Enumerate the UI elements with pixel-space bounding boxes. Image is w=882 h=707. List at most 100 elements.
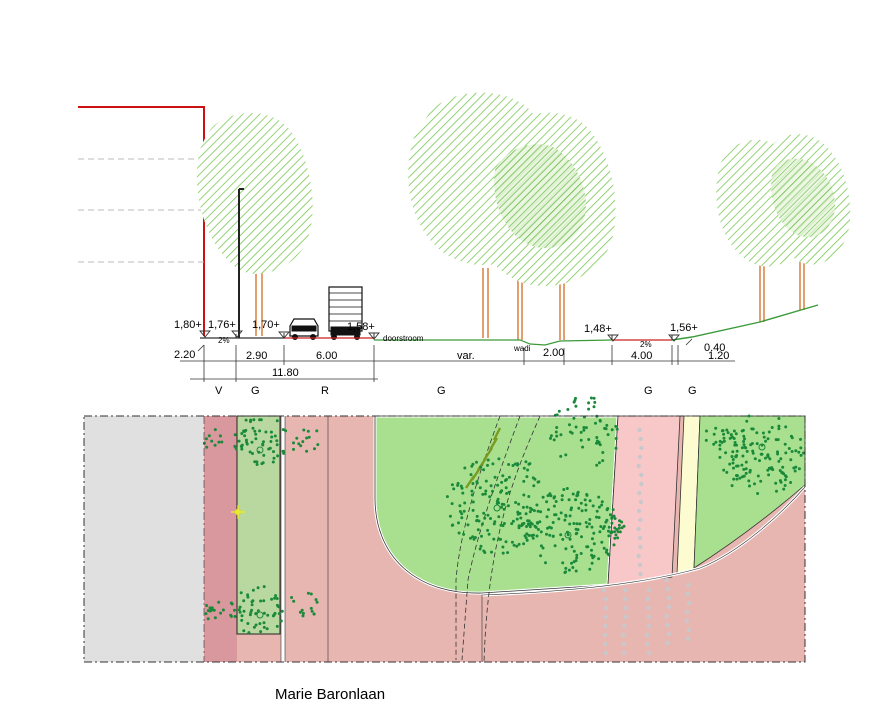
shrub-dot	[506, 551, 510, 555]
shrub-dot	[240, 432, 244, 435]
shrub-dot	[276, 454, 280, 458]
shrub-dot	[480, 534, 483, 538]
shrub-dot	[487, 532, 491, 536]
shrub-dot	[799, 453, 803, 457]
shrub-dot	[262, 625, 266, 629]
shrub-dot	[525, 538, 529, 542]
shrub-dot	[777, 424, 781, 428]
shrub-dot	[275, 597, 279, 600]
shrub-dot	[229, 613, 233, 617]
shrub-dot	[545, 515, 549, 519]
shrub-dot	[476, 528, 480, 532]
shrub-dot	[758, 459, 761, 463]
tree-right	[716, 134, 851, 322]
shrub-dot	[489, 484, 493, 488]
shrub-dot	[279, 619, 283, 623]
shrub-dot	[518, 512, 522, 515]
paving-stone	[602, 632, 608, 638]
dimension-labels: 2.20 2.90 6.00 var. 2.00 4.00 0.40 1.20 …	[174, 342, 729, 379]
shrub-dot	[721, 429, 725, 433]
shrub-dot	[572, 522, 576, 525]
shrub-dot	[745, 419, 749, 423]
shrub-dot	[568, 514, 572, 518]
shrub-dot	[595, 509, 599, 513]
paving-stones	[601, 427, 692, 656]
shrub-dot	[306, 591, 310, 595]
shrub-dot	[496, 497, 500, 501]
level-label: 1,80+	[174, 319, 202, 331]
shrub-dot	[525, 475, 529, 479]
shrub-dot	[581, 445, 585, 449]
shrub-dot	[247, 631, 251, 635]
paving-stone	[686, 582, 691, 588]
shrub-dot	[738, 476, 742, 480]
shrub-dot	[273, 434, 277, 438]
shrub-dot	[567, 498, 571, 502]
paving-stone	[623, 587, 628, 593]
shrub-dot	[789, 434, 793, 438]
shrub-dot	[749, 443, 753, 447]
truck	[328, 286, 363, 340]
shrub-dot	[250, 440, 254, 444]
shrub-dot	[551, 534, 555, 538]
shrub-dot	[777, 459, 781, 463]
shrub-dot	[614, 437, 618, 440]
shrub-dot	[272, 456, 276, 460]
shrub-dot	[756, 492, 760, 495]
shrub-dot	[751, 449, 755, 453]
shrub-dot	[607, 534, 611, 538]
shrub-dot	[471, 482, 475, 485]
shrub-dot	[784, 451, 788, 455]
shrub-dot	[613, 517, 617, 520]
shrub-dot	[718, 439, 722, 443]
shrub-dot	[553, 495, 557, 499]
shrub-dot	[271, 460, 275, 464]
shrub-dot	[242, 609, 246, 613]
paving-stone	[636, 508, 642, 514]
shrub-dot	[531, 476, 535, 480]
shrub-dot	[275, 624, 279, 628]
shrub-dot	[744, 446, 748, 450]
shrub-dot	[705, 429, 708, 433]
shrub-dot	[274, 594, 278, 598]
shrub-dot	[589, 396, 593, 400]
shrub-dot	[595, 463, 599, 467]
shrub-dot	[243, 434, 247, 438]
paving-stone	[644, 641, 650, 647]
shrub-dot	[574, 396, 577, 400]
shrub-dot	[735, 474, 738, 477]
shrub-dot	[206, 609, 210, 613]
shrub-dot	[507, 490, 511, 494]
shrub-dot	[470, 489, 474, 493]
shrub-dot	[547, 508, 550, 512]
shrub-dot	[512, 543, 516, 547]
slope-label: 2%	[640, 340, 652, 349]
shrub-dot	[603, 426, 607, 430]
shrub-dot	[511, 519, 515, 523]
shrub-dot	[570, 545, 574, 549]
shrub-dot	[486, 528, 490, 532]
shrub-dot	[484, 489, 488, 493]
shrub-dot	[726, 431, 730, 435]
paving-stone	[602, 641, 608, 647]
shrub-dot	[220, 440, 224, 444]
shrub-dot	[802, 451, 805, 455]
shrub-dot	[534, 525, 538, 529]
shrub-dot	[611, 508, 615, 512]
shrub-dot	[740, 463, 744, 467]
shrub-dot	[501, 474, 505, 478]
shrub-dot	[734, 455, 738, 459]
shrub-dot	[517, 502, 521, 506]
shrub-dot	[492, 537, 496, 541]
paving-stone	[602, 623, 608, 629]
shrub-dot	[483, 516, 487, 520]
shrub-dot	[475, 480, 479, 484]
paving-stone	[621, 641, 627, 647]
level-labels: 1,80+ 1,76+ 1,70+ 1,58+ 1,48+ 1,56+	[174, 319, 698, 335]
dimension-label: 0.40	[704, 342, 725, 354]
shrub-dot	[587, 522, 591, 526]
shrub-dot	[753, 457, 757, 461]
shrub-dot	[298, 610, 302, 614]
shrub-dot	[722, 432, 726, 436]
shrub-dot	[789, 458, 793, 462]
